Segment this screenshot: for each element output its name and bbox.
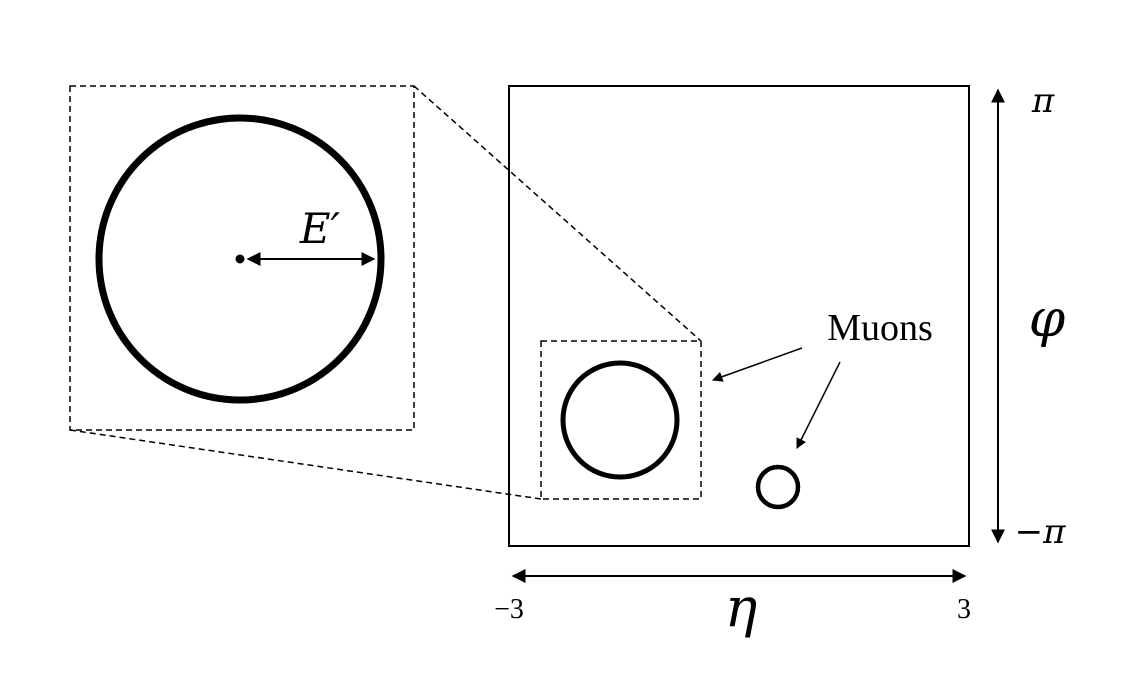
eta-axis-label: η (725, 576, 757, 639)
phi-axis-bottom-label: −π (1015, 512, 1066, 552)
muon-pointer-small (796, 361, 841, 449)
phi-axis-label: φ (1029, 289, 1066, 349)
eta-phi-plane (508, 85, 970, 547)
muon-ring-small (755, 464, 801, 510)
muon-ring-large (560, 360, 680, 480)
selection-box (540, 340, 702, 500)
eta-axis-right-label: 3 (957, 594, 971, 625)
muon-pointer-large (712, 347, 803, 382)
zoom-connector-top (413, 85, 702, 342)
zoomed-muon-ring (95, 114, 385, 404)
zoom-inset-frame (69, 85, 415, 431)
phi-axis-top-label: π (1031, 81, 1055, 121)
eta-axis-left-label: −3 (494, 594, 524, 625)
muons-label: Muons (827, 307, 933, 349)
radius-energy-label: E′ (299, 204, 341, 253)
zoom-connector-bottom (69, 429, 542, 500)
ring-center-dot (235, 254, 245, 264)
